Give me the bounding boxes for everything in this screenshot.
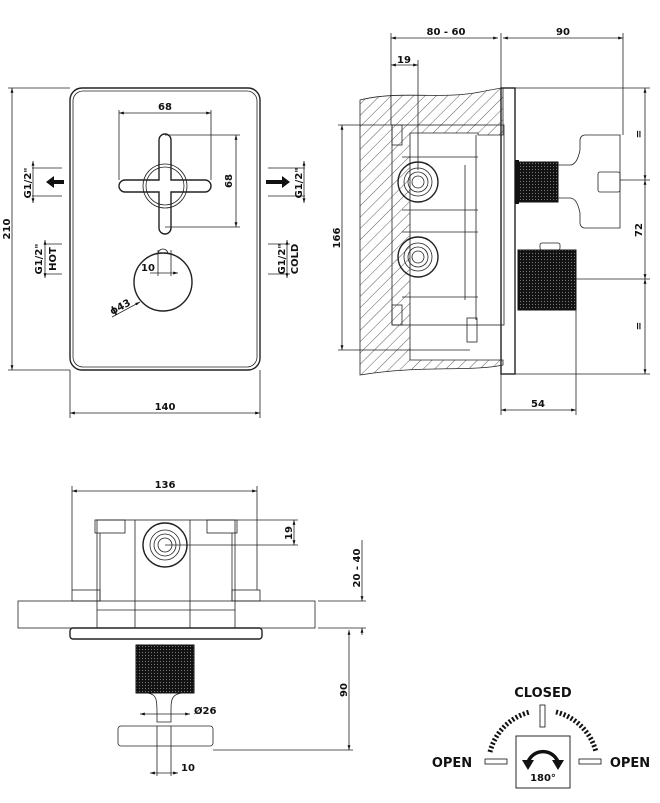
front-view: 68 68 10 ϕ43 210 140 G1/2" <box>2 87 306 418</box>
arrow-left-icon <box>46 176 64 188</box>
dim-handle-width: 68 <box>158 102 172 113</box>
cross-handle <box>118 133 212 235</box>
cover-plate <box>69 87 261 371</box>
dim-port-offset: 19 <box>397 55 411 66</box>
side-plate <box>500 87 516 375</box>
label-open-left: OPEN <box>432 756 472 771</box>
dim-plate-height: 210 <box>2 219 13 240</box>
top-view: 136 19 20 - 40 90 Ø26 10 <box>17 480 366 776</box>
thread-top-left: G1/2" <box>23 168 34 199</box>
thread-hot: G1/2" <box>34 244 45 275</box>
label-angle: 180° <box>530 773 556 784</box>
thread-cold: G1/2" <box>277 244 288 275</box>
thread-top-right: G1/2" <box>294 168 305 199</box>
dim-handle-height: 68 <box>224 174 235 188</box>
label-hot: HOT <box>48 247 59 271</box>
side-view: 80 - 60 90 19 166 = 72 = 54 <box>332 27 650 415</box>
port-bottom <box>397 236 439 278</box>
top-plate <box>69 627 263 640</box>
dim-spacing: 72 <box>634 223 645 237</box>
wall-section <box>359 87 504 376</box>
label-cold: COLD <box>290 244 301 275</box>
dim-equal-top: = <box>634 130 645 138</box>
dim-box-width: 136 <box>155 480 176 491</box>
mixer-knob <box>133 248 193 312</box>
dim-wall-depth: 80 - 60 <box>427 27 466 38</box>
rotate-arrow-icon <box>526 749 560 763</box>
dim-knob-offset: 10 <box>141 263 155 274</box>
dim-protrusion: 90 <box>556 27 570 38</box>
rotation-legend: CLOSED OPEN OPEN 180° <box>432 686 650 789</box>
dim-box-height: 166 <box>332 228 343 249</box>
arrow-right-icon <box>266 176 290 188</box>
dim-equal-bottom: = <box>634 322 645 330</box>
dim-protrusion-top: 90 <box>339 683 350 697</box>
dim-handle-offset: 10 <box>181 763 195 774</box>
dim-port-offset-top: 19 <box>284 526 295 540</box>
dim-knob-diameter: ϕ43 <box>108 298 133 318</box>
dim-knob-depth: 54 <box>531 399 545 410</box>
dim-knob-diameter-top: Ø26 <box>194 705 216 717</box>
label-closed: CLOSED <box>514 686 572 701</box>
label-open-right: OPEN <box>610 756 650 771</box>
wall-section-top <box>17 600 316 629</box>
dim-wall-range: 20 - 40 <box>352 548 363 587</box>
dim-plate-width: 140 <box>155 402 176 413</box>
